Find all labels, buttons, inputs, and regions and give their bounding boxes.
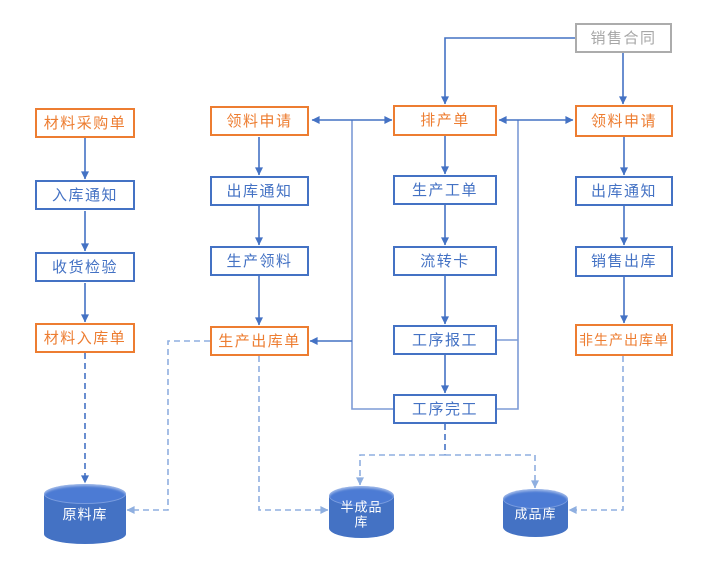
node-non-production-outbound-order: 非生产出库单: [575, 324, 673, 356]
node-production-work-order: 生产工单: [393, 175, 497, 205]
node-production-picking: 生产领料: [210, 246, 309, 276]
edge-op-completion-to-finished-store: [445, 454, 539, 489]
spine-connectors: [351, 120, 519, 410]
node-requisition-request-right: 领料申请: [575, 105, 673, 137]
node-outbound-notice-mid: 出库通知: [210, 176, 309, 206]
node-requisition-request-mid: 领料申请: [210, 106, 309, 136]
cylinder-top: [503, 489, 568, 509]
node-routing-card: 流转卡: [393, 246, 497, 276]
store-semi-finished: 半成品库: [329, 486, 394, 538]
store-finished-goods: 成品库: [503, 489, 568, 537]
node-material-inbound-order: 材料入库单: [35, 323, 135, 353]
edge-nonprod-outbound-to-finished-store: [568, 356, 624, 514]
cylinder-top: [44, 484, 126, 504]
store-label: 半成品库: [340, 499, 383, 530]
cylinder-top: [329, 486, 394, 506]
edge-op-completion-to-semi-store: [356, 454, 445, 486]
node-sales-contract: 销售合同: [575, 23, 672, 53]
node-receiving-inspection: 收货检验: [35, 252, 135, 282]
node-production-schedule-order: 排产单: [393, 105, 497, 136]
edge-production-outbound-to-semi-store: [258, 356, 329, 514]
edge-sales-contract-to-schedule-order: [441, 37, 575, 105]
node-operation-completion: 工序完工: [393, 394, 497, 424]
store-label: 成品库: [514, 506, 557, 522]
node-production-outbound-order: 生产出库单: [210, 326, 309, 356]
store-label: 原料库: [62, 506, 108, 523]
dashed-arrows: [81, 340, 624, 514]
node-inbound-notice: 入库通知: [35, 180, 135, 210]
store-raw-material: 原料库: [44, 484, 126, 544]
edge-op-completion-left-spine: [351, 120, 393, 410]
node-material-purchase-order: 材料采购单: [35, 108, 135, 138]
edge-production-outbound-to-raw-store: [126, 340, 210, 514]
node-operation-reporting: 工序报工: [393, 325, 497, 355]
solid-arrows: [81, 37, 628, 394]
node-sales-outbound: 销售出库: [575, 246, 673, 277]
node-outbound-notice-right: 出库通知: [575, 176, 673, 206]
edge-op-completion-right-spine: [497, 120, 519, 410]
